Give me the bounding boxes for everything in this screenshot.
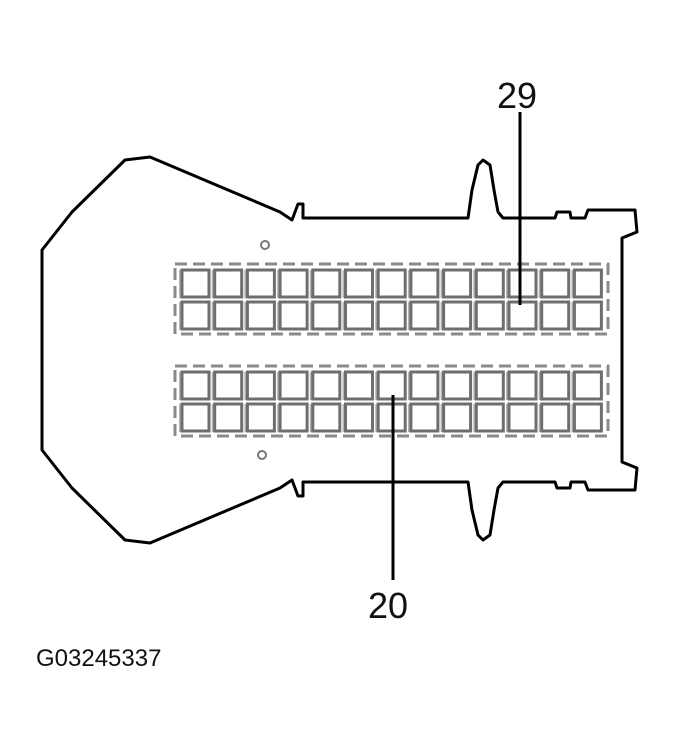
pin-cavity <box>245 268 276 299</box>
pin-cavity <box>311 268 342 299</box>
pin-cavity <box>245 370 276 401</box>
pin-cavity <box>409 402 440 433</box>
pin-block-lower <box>173 364 610 438</box>
pin-cavity <box>180 300 211 331</box>
pin-cavity <box>376 370 407 401</box>
mounting-hole-top <box>260 240 270 250</box>
pin-cavity <box>180 370 211 401</box>
pin-cavity <box>474 370 505 401</box>
pin-cavity <box>442 402 473 433</box>
pin-cavity <box>311 402 342 433</box>
figure-caption: G03245337 <box>36 645 162 672</box>
pin-cavity <box>507 300 538 331</box>
pin-cavity <box>474 402 505 433</box>
pin-cavity <box>540 268 571 299</box>
pin-cavity <box>278 402 309 433</box>
pin-cavity <box>474 300 505 331</box>
pin-cavity <box>278 268 309 299</box>
pin-cavity <box>278 300 309 331</box>
pin-cavity <box>409 370 440 401</box>
pin-cavity <box>507 268 538 299</box>
pin-cavity <box>572 300 603 331</box>
pin-cavity <box>540 300 571 331</box>
pin-cavity <box>180 268 211 299</box>
pin-cavity <box>213 370 244 401</box>
pin-cavity <box>344 300 374 331</box>
pin-block-upper <box>173 262 610 336</box>
pin-cavity <box>344 268 374 299</box>
pin-cavity <box>540 402 571 433</box>
pin-cavity <box>245 402 276 433</box>
connector-outline <box>40 155 639 545</box>
pin-cavity <box>311 370 342 401</box>
pin-cavity <box>507 370 538 401</box>
callout-20: 20 <box>368 585 409 626</box>
pin-cavity <box>409 268 440 299</box>
pin-cavity <box>311 300 342 331</box>
pin-cavity <box>474 268 505 299</box>
pin-cavity <box>442 300 473 331</box>
pin-cavity <box>376 300 407 331</box>
pin-cavity <box>572 268 603 299</box>
pin-cavity <box>409 300 440 331</box>
pin-cavity <box>278 370 309 401</box>
pin-cavity <box>213 300 244 331</box>
pin-cavity <box>540 370 571 401</box>
pin-cavity <box>442 370 473 401</box>
pin-cavity <box>507 402 538 433</box>
pin-cavity <box>245 300 276 331</box>
pin-cavity <box>344 402 374 433</box>
pin-cavity <box>376 268 407 299</box>
pin-cavity <box>344 370 374 401</box>
pin-cavity <box>442 268 473 299</box>
callout-29: 29 <box>497 75 538 116</box>
pin-cavity <box>213 402 244 433</box>
pin-cavity <box>213 268 244 299</box>
pin-cavity <box>572 370 603 401</box>
mounting-hole-bottom <box>257 450 267 460</box>
pin-cavity <box>572 402 603 433</box>
pin-cavity <box>180 402 211 433</box>
